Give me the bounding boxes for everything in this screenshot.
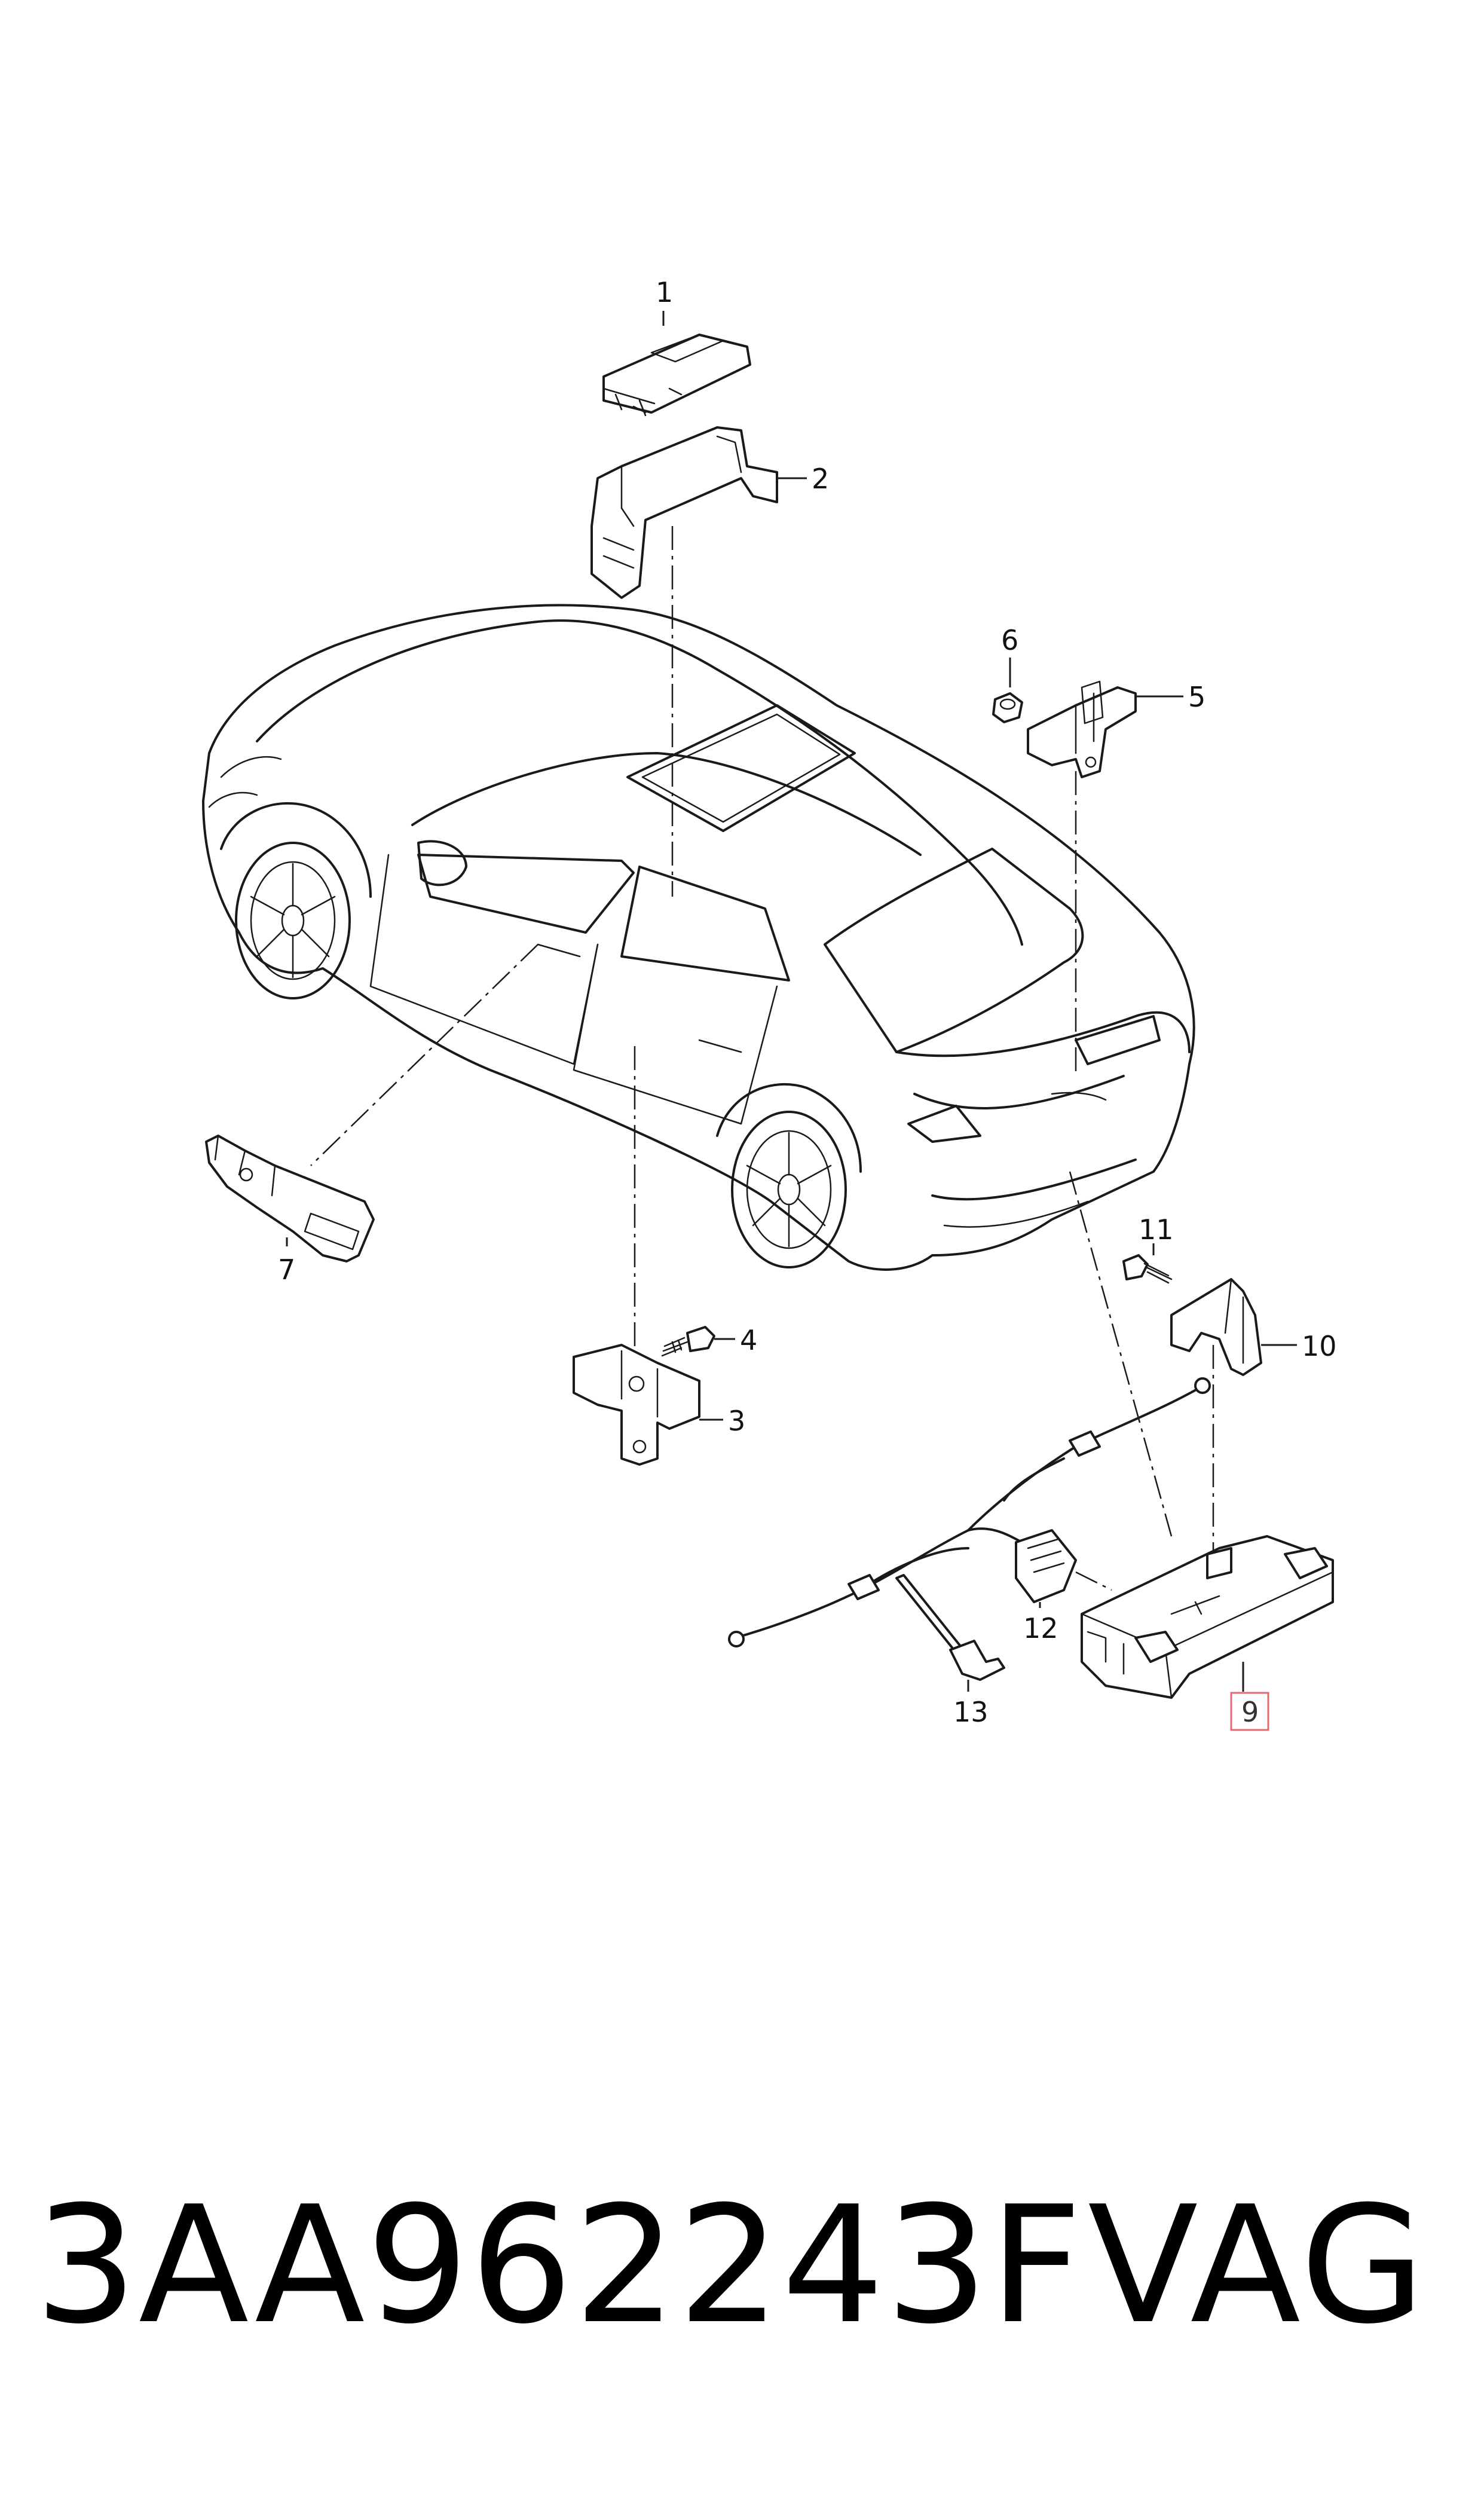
part-4-screw: [661, 1326, 715, 1357]
brand-label: VAG: [1088, 2171, 1428, 2359]
part-2-bracket: [590, 426, 778, 599]
callout-5: 5: [1188, 681, 1205, 713]
part-5-sensor: [1027, 680, 1137, 778]
callout-1: 1: [656, 276, 673, 308]
part-9-main-module: [1081, 1535, 1334, 1699]
callout-7: 7: [278, 1254, 295, 1286]
vehicle-illustration: [202, 604, 1195, 1271]
part-10-holder: [1170, 1278, 1262, 1376]
callout-10: 10: [1302, 1330, 1337, 1362]
callout-12: 12: [1023, 1612, 1058, 1644]
part-12-harness: [728, 1377, 1211, 1647]
callout-2: 2: [812, 463, 829, 495]
assembly-lines: [310, 526, 1214, 1566]
part-6-nut: [992, 692, 1023, 723]
part-3-antenna-bracket: [573, 1344, 700, 1466]
callout-9-highlight-box: [1230, 1692, 1269, 1731]
callout-13: 13: [953, 1696, 989, 1728]
part-number-label: 3AA962243F: [35, 2171, 1084, 2359]
callout-9: 9: [1241, 1696, 1259, 1728]
part-11-screw: [1122, 1254, 1173, 1284]
part-7-control-unit: [205, 1135, 375, 1262]
callout-11: 11: [1139, 1213, 1174, 1246]
part-13-cable-tie: [895, 1574, 1005, 1681]
part-1-module: [602, 334, 751, 417]
footer-caption: 3AA962243F VAG: [0, 2176, 1484, 2355]
callout-4: 4: [740, 1324, 757, 1356]
callout-6: 6: [1001, 624, 1018, 656]
callout-3: 3: [728, 1405, 745, 1437]
